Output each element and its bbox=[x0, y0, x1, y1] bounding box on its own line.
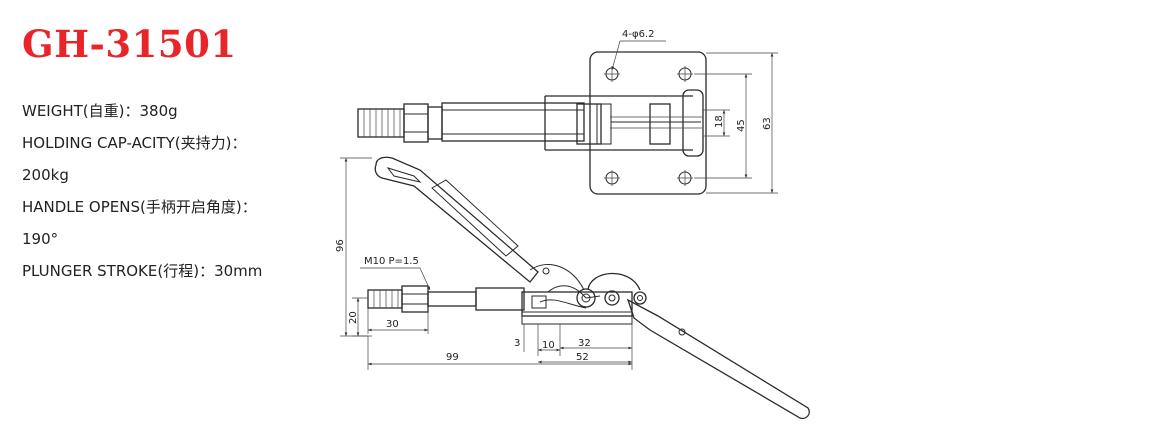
side-threaded-end bbox=[367, 289, 403, 309]
top-view: 4-φ6.2 63 45 18 bbox=[357, 29, 778, 195]
side-hex-nut bbox=[401, 285, 429, 313]
model-title: GH-31501 bbox=[22, 22, 237, 66]
handle bbox=[374, 156, 539, 283]
mounting-holes bbox=[604, 66, 693, 186]
hole-callout: 4-φ6.2 bbox=[622, 29, 654, 40]
dim-3: 3 bbox=[514, 338, 520, 349]
body-housing bbox=[544, 95, 693, 151]
dim-52: 52 bbox=[576, 352, 589, 363]
link-block-left bbox=[576, 103, 602, 145]
spec-handle-opens-value: 190° bbox=[22, 230, 59, 248]
spec-handle-opens-label: HANDLE OPENS(手柄开启角度)： bbox=[22, 198, 257, 216]
dim-10: 10 bbox=[542, 340, 555, 351]
base-plate bbox=[589, 51, 707, 195]
side-view: M10 P=1.5 96 20 30 3 10 32 52 99 bbox=[335, 156, 810, 420]
handle-grip-slot bbox=[431, 179, 519, 257]
dim-30: 30 bbox=[386, 319, 399, 330]
dim-96: 96 bbox=[335, 239, 346, 252]
pivot-head bbox=[587, 272, 641, 291]
dim-63: 63 bbox=[762, 117, 773, 130]
dim-32: 32 bbox=[578, 338, 591, 349]
threaded-end bbox=[357, 108, 405, 138]
spec-weight: WEIGHT(自重)：380g bbox=[22, 102, 178, 120]
thread-callout: M10 P=1.5 bbox=[364, 256, 419, 267]
spec-list: WEIGHT(自重)：380g HOLDING CAP-ACITY(夹持力)： … bbox=[22, 95, 322, 287]
link-block-mid bbox=[649, 103, 671, 145]
dim-45: 45 bbox=[736, 119, 747, 132]
lower-arm bbox=[626, 298, 810, 420]
spec-holding-capacity-label: HOLDING CAP-ACITY(夹持力)： bbox=[22, 134, 247, 152]
spec-plunger-stroke: PLUNGER STROKE(行程)：30mm bbox=[22, 262, 263, 280]
hex-nut bbox=[403, 103, 429, 143]
side-rod bbox=[427, 291, 477, 307]
base-bottom bbox=[521, 311, 633, 325]
dim-20: 20 bbox=[348, 311, 359, 324]
pivot-bracket bbox=[682, 89, 704, 157]
dim-99: 99 bbox=[446, 352, 459, 363]
plunger-body bbox=[475, 287, 525, 311]
spec-holding-capacity-value: 200kg bbox=[22, 166, 69, 184]
plunger-rod bbox=[441, 102, 585, 142]
dim-18: 18 bbox=[714, 115, 725, 128]
